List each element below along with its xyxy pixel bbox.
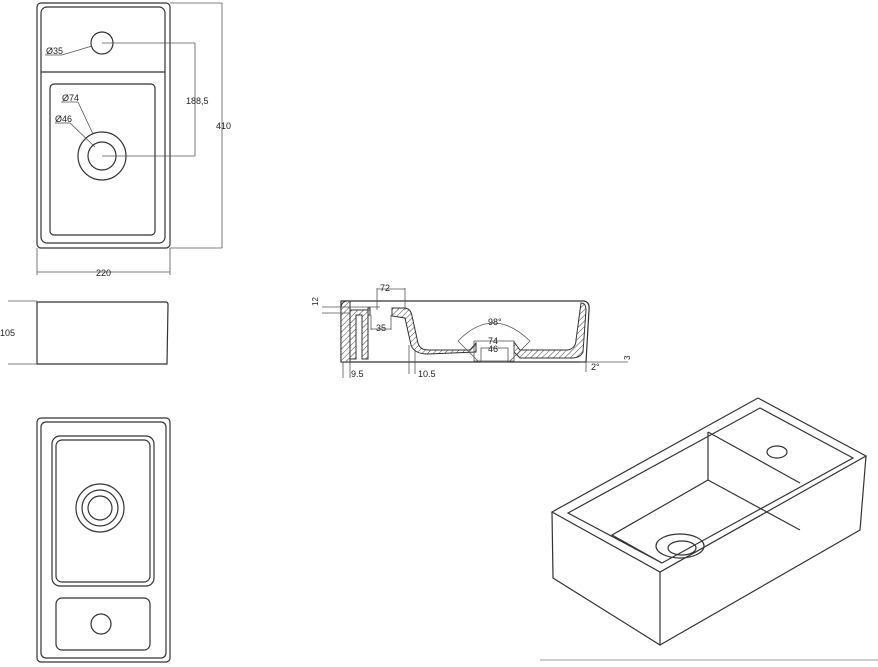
drain-inner-diameter-label: Ø46 bbox=[55, 114, 72, 124]
base-dimension-label: 3 bbox=[623, 355, 632, 360]
width-label: 220 bbox=[96, 268, 111, 278]
section-drain-inner-label: 46 bbox=[488, 344, 498, 354]
rim-dimension-label: 12 bbox=[311, 297, 320, 306]
side-view: 105 bbox=[0, 300, 169, 365]
tap-to-drain-label: 188,5 bbox=[186, 96, 209, 106]
draft-angle-label: 2° bbox=[591, 362, 600, 372]
height-label: 105 bbox=[0, 328, 15, 338]
section-view: 12 72 35 98° 74 46 9.5 10.5 2° 3 bbox=[311, 283, 632, 379]
bottom-view bbox=[36, 417, 171, 663]
length-label: 410 bbox=[216, 121, 231, 131]
section-drain-outer-label: 74 bbox=[488, 336, 498, 346]
wall-bottom-label: 10.5 bbox=[418, 369, 436, 379]
drain-angle-label: 98° bbox=[488, 317, 502, 327]
top-view: Ø35 Ø74 Ø46 188,5 410 220 bbox=[36, 2, 231, 278]
wall-left-label: 9.5 bbox=[351, 369, 364, 379]
overflow-inner-label: 35 bbox=[376, 323, 386, 333]
isometric-view bbox=[550, 397, 868, 647]
overflow-outer-label: 72 bbox=[380, 283, 390, 293]
drain-outer-diameter-label: Ø74 bbox=[62, 93, 79, 103]
tap-hole-diameter-label: Ø35 bbox=[46, 46, 63, 56]
